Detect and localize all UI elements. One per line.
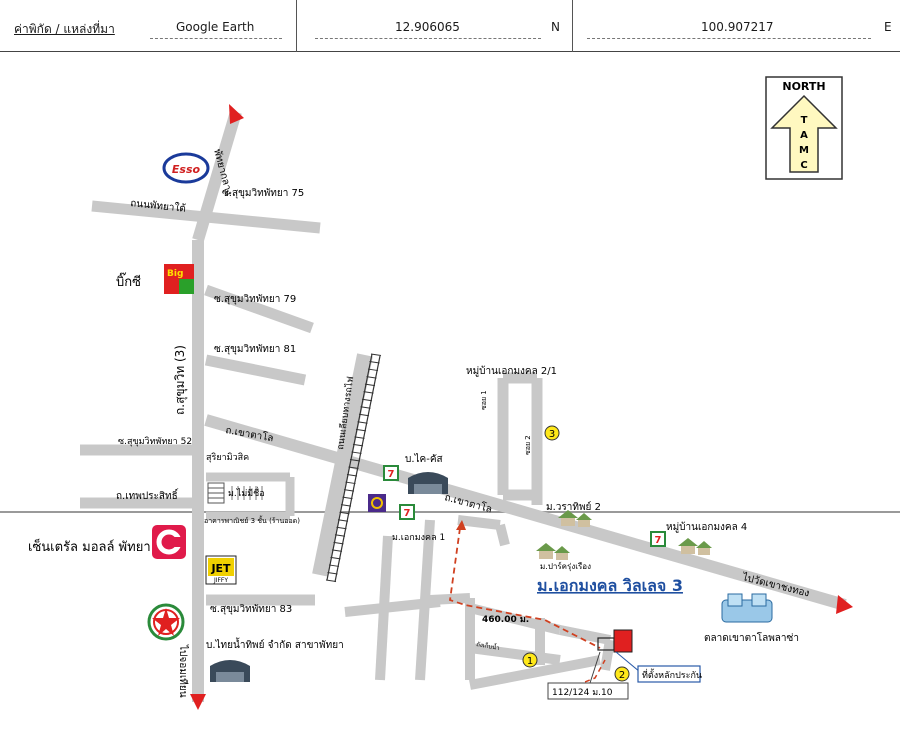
label-market: ตลาดเขาตาโลพลาซ่า [704, 631, 799, 644]
warehouse-icon-2 [210, 660, 250, 682]
route-line [449, 527, 601, 649]
label-building-3: อาคารพาณิชย์ 3 ชั้น (ร้านออด) [204, 514, 300, 525]
label-daikath: บ.ไค-คัส [405, 453, 443, 465]
coord-label: ค่าพิกัด / แหล่งที่มา [14, 22, 115, 36]
road-grid-village [344, 515, 615, 690]
header-cell-source: ค่าพิกัด / แหล่งที่มา Google Earth [0, 0, 297, 52]
svg-text:T: T [801, 115, 808, 126]
road-soi-81 [204, 354, 307, 386]
house-icon-park [536, 543, 570, 560]
map-canvas: ที่ตั้งหลักประกัน 112/124 ม.10 1 2 3 NOR… [0, 76, 900, 710]
shop-row-icon [231, 486, 263, 500]
address-label: 112/124 ม.10 [552, 688, 613, 698]
marker-1: 1 [522, 652, 538, 668]
lat-underline [315, 38, 541, 39]
svg-text:JIFFY: JIFFY [213, 577, 228, 584]
label-suriya: สุริยามิวสิค [206, 452, 249, 463]
compass-title: NORTH [782, 80, 825, 93]
lat-value: 12.906065 [395, 20, 460, 34]
arrow-north-icon [229, 104, 244, 124]
railway-track [325, 353, 382, 583]
road-khao-talo [204, 414, 847, 611]
label-ekmongkol-2-1: หมู่บ้านเอกมงคล 2/1 [466, 365, 557, 377]
svg-text:7: 7 [388, 469, 395, 480]
route-arrow-icon [456, 520, 466, 530]
arrow-east-icon [836, 595, 853, 614]
header-cell-lon: 100.907217 E [573, 0, 900, 52]
road-grid-suriya [206, 472, 295, 521]
lat-dir: N [551, 20, 560, 34]
label-soi-83: ซ.สุขุมวิทพัทยา 83 [210, 604, 292, 615]
label-target-village: ม.เอกมงคล วิลเลจ 3 [537, 576, 683, 595]
central-logo [152, 525, 186, 559]
svg-text:M: M [799, 145, 809, 156]
label-to-wat: ไปวัดเขาชงทอง [740, 571, 810, 599]
house-icon-warathip [558, 510, 592, 527]
label-thai-water: บ.ไทยน้ำทิพย์ จำกัด สาขาพัทยา [206, 637, 344, 651]
label-park-krung-rueang: ม.ปาร์ครุ่งเรือง [540, 561, 591, 571]
label-distance: 460.00 ม. [482, 615, 529, 625]
esso-logo: Esso [162, 152, 210, 184]
bank-logo [368, 494, 386, 512]
road-soi-loop [497, 372, 543, 505]
label-soi-52: ซ.สุขุมวิทพัทยา 52 [118, 436, 192, 447]
plot-leader [615, 651, 641, 673]
svg-text:Big: Big [167, 269, 183, 279]
rail-road [312, 353, 373, 577]
svg-text:2: 2 [619, 670, 625, 681]
label-central: เซ็นเตรัล มอลล์ พัทยา [28, 537, 151, 555]
address-box [547, 682, 629, 700]
compass: NORTH T A M C [765, 76, 843, 180]
label-warathip-2: ม.วราทิพย์ 2 [546, 501, 601, 513]
seven-eleven-logo-3: 7 [650, 531, 666, 547]
road-pattaya-tai [91, 200, 321, 234]
location-map: ที่ตั้งหลักประกัน 112/124 ม.10 1 2 3 NOR… [0, 52, 900, 741]
seven-eleven-logo-2: 7 [399, 504, 415, 520]
label-soi-75: ซ.สุขุมวิทพัทยา 75 [222, 188, 304, 199]
caltex-logo [147, 603, 185, 641]
svg-text:3: 3 [549, 429, 555, 440]
label-soi-1: ซอย 1 [480, 390, 488, 410]
svg-text:A: A [800, 130, 808, 141]
svg-text:C: C [800, 160, 807, 171]
header-bar: ค่าพิกัด / แหล่งที่มา Google Earth 12.90… [0, 0, 900, 52]
label-khao-talo-1: ถ.เขาตาโล [224, 423, 274, 444]
label-ekmongkol-4: หมู่บ้านเอกมงคล 4 [666, 521, 747, 533]
plot-label: ที่ตั้งหลักประกัน [642, 668, 702, 681]
warehouse-icon-1 [408, 472, 448, 494]
arrow-south-icon [190, 694, 206, 710]
svg-text:7: 7 [404, 508, 411, 519]
source-underline [150, 38, 282, 39]
label-sukhumvit: ถ.สุขุมวิท (3) [173, 345, 188, 415]
label-soi-79: ซ.สุขุมวิทพัทยา 79 [214, 294, 296, 305]
road-soi-79 [204, 284, 314, 334]
lon-dir: E [884, 20, 892, 34]
label-ekmongkol-1: ม.เอกมงคล 1 [392, 533, 445, 543]
house-icon-ekmongkol4 [678, 538, 712, 555]
svg-text:7: 7 [655, 535, 662, 546]
label-bigc: บิ๊กซี [116, 272, 141, 290]
marker-2: 2 [614, 666, 630, 682]
market-icon [721, 593, 773, 623]
jet-logo: JET JIFFY [205, 555, 237, 585]
label-thep-prasit: ถ.เทพประสิทธิ์ [116, 488, 179, 502]
bigc-logo: Big [164, 264, 194, 294]
label-soi-2: ซอย 2 [524, 435, 532, 455]
svg-text:JET: JET [210, 562, 231, 575]
svg-text:Esso: Esso [172, 163, 201, 176]
plot-highlight [613, 629, 633, 653]
label-pattaya-tai: ถนนพัทยาใต้ [130, 197, 187, 215]
label-mai-mi-chue: ม.ไม่มีชื่อ [228, 486, 265, 499]
lon-underline [587, 38, 871, 39]
header-cell-lat: 12.906065 N [297, 0, 573, 52]
label-to-chomtien: ไปจอมเทียน [177, 644, 189, 698]
label-soi-81: ซ.สุขุมวิทพัทยา 81 [214, 344, 296, 355]
north-arrow-icon [770, 94, 838, 173]
svg-text:1: 1 [527, 656, 533, 667]
lon-value: 100.907217 [701, 20, 774, 34]
marker-3: 3 [544, 425, 560, 441]
plot-label-box [637, 665, 701, 683]
source-value: Google Earth [176, 20, 255, 34]
seven-eleven-logo-1: 7 [383, 465, 399, 481]
